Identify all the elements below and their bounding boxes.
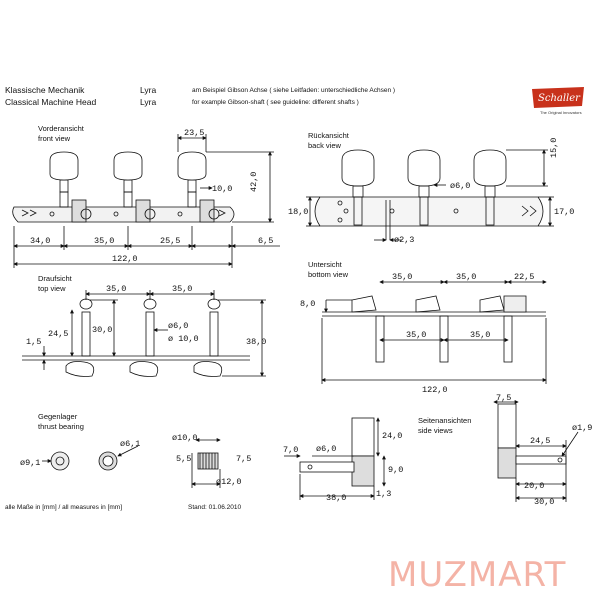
bottom-tuner-2 <box>415 295 449 363</box>
back-tuner-1 <box>341 149 375 226</box>
dim-bottom-8: 8,0 <box>300 299 315 309</box>
dim-bottom-35-b: 35,0 <box>456 272 476 282</box>
side-label-en: side views <box>418 426 453 435</box>
dim-side-left-1-3: 1,3 <box>376 489 391 499</box>
bottom-view-label-en: bottom view <box>308 270 349 279</box>
back-view-drawing <box>306 149 554 242</box>
dim-thrust-12: ø12,0 <box>216 477 242 487</box>
dim-front-button-width: 23,5 <box>184 128 204 138</box>
note-de: am Beispiel Gibson Achse ( siehe Leitfad… <box>192 87 396 94</box>
dim-top-30: 30,0 <box>92 325 112 335</box>
side-view-right-drawing <box>493 400 579 502</box>
dim-side-left-shaft: ø6,0 <box>316 444 336 454</box>
dim-bottom-35-d: 35,0 <box>470 330 490 340</box>
dim-top-shaft: ø6,0 <box>168 321 188 331</box>
title-de: Klassische Mechanik <box>5 85 85 95</box>
front-view-drawing <box>12 134 280 268</box>
dim-front-post: 10,0 <box>212 184 232 194</box>
dim-side-left-24: 24,0 <box>382 431 402 441</box>
back-tuner-3 <box>473 149 507 226</box>
date-note: Stand: 01.06.2010 <box>188 504 242 511</box>
back-view-label-de: Rückansicht <box>308 131 349 140</box>
back-view-label-en: back view <box>308 141 341 150</box>
dim-thrust-5-5: 5,5 <box>176 454 191 464</box>
dim-back-shaft: ø6,0 <box>450 181 470 191</box>
dim-thrust-9-1: ø9,1 <box>20 458 40 468</box>
dim-bottom-35-c: 35,0 <box>406 330 426 340</box>
dim-back-hole: ø2,3 <box>394 235 414 245</box>
dim-back-18: 18,0 <box>288 207 308 217</box>
top-view-label-de: Draufsicht <box>38 274 72 283</box>
model-de: Lyra <box>140 85 157 95</box>
dim-side-right-20: 20,0 <box>524 481 544 491</box>
thrust-bearing-drawing <box>42 438 221 488</box>
dim-front-total: 122,0 <box>112 254 138 264</box>
dim-bottom-total: 122,0 <box>422 385 448 395</box>
front-view-label-en: front view <box>38 134 71 143</box>
dim-front-6-5: 6,5 <box>258 236 273 246</box>
bottom-tuner-1 <box>351 295 385 363</box>
dim-side-right-hole: ø1,9 <box>572 423 592 433</box>
dim-side-left-38: 38,0 <box>326 493 346 503</box>
back-tuner-2 <box>407 149 441 226</box>
top-tuner-1 <box>65 298 95 377</box>
muzmart-brand: MUZMART <box>388 555 567 595</box>
bottom-view-label-de: Untersicht <box>308 260 342 269</box>
front-tuner-2 <box>113 151 143 208</box>
dim-top-shaft-10: ø 10,0 <box>168 334 199 344</box>
thrust-label-en: thrust bearing <box>38 422 84 431</box>
title-en: Classical Machine Head <box>5 97 97 107</box>
top-view-label-en: top view <box>38 284 66 293</box>
dim-thrust-6-1: ø6,1 <box>120 439 140 449</box>
bottom-view-drawing <box>321 280 547 384</box>
dim-side-left-9: 9,0 <box>388 465 403 475</box>
dim-side-left-7: 7,0 <box>283 445 298 455</box>
model-en: Lyra <box>140 97 157 107</box>
logo-name: Schaller <box>538 93 581 104</box>
dim-side-right-30: 30,0 <box>534 497 554 507</box>
note-en: for example Gibson-shaft ( see guideline… <box>192 99 359 106</box>
dim-front-34: 34,0 <box>30 236 50 246</box>
dim-bottom-35-a: 35,0 <box>392 272 412 282</box>
measures-note: alle Maße in [mm] / all measures in [mm] <box>5 504 123 511</box>
dim-thrust-10: ø10,0 <box>172 433 198 443</box>
dim-side-right-7-5: 7,5 <box>496 393 511 403</box>
dim-back-17: 17,0 <box>554 207 574 217</box>
logo-tagline: The Original Innovators <box>540 110 582 115</box>
dim-front-height: 42,0 <box>249 172 259 192</box>
dim-top-38: 38,0 <box>246 337 266 347</box>
dim-back-15: 15,0 <box>549 138 559 158</box>
dim-side-right-24-5: 24,5 <box>530 436 550 446</box>
schaller-logo: Schaller The Original Innovators <box>530 86 586 115</box>
dim-front-25-5: 25,5 <box>160 236 180 246</box>
dim-bottom-22-5: 22,5 <box>514 272 534 282</box>
dimension-labels: 23,5 10,0 42,0 34,0 35,0 25,5 6,5 122,0 … <box>20 128 592 507</box>
dim-front-35: 35,0 <box>94 236 114 246</box>
dim-thrust-7-5: 7,5 <box>236 454 251 464</box>
dim-top-24-5: 24,5 <box>48 329 68 339</box>
dim-top-35-a: 35,0 <box>106 284 126 294</box>
top-view-drawing <box>22 290 266 377</box>
side-label-de: Seitenansichten <box>418 416 472 425</box>
dim-top-1-5: 1,5 <box>26 337 41 347</box>
schaller-logo-mark: Schaller The Original Innovators <box>532 87 584 115</box>
thrust-label-de: Gegenlager <box>38 412 78 421</box>
front-tuner-3 <box>177 151 207 208</box>
top-tuner-2 <box>129 298 159 377</box>
dim-top-35-b: 35,0 <box>172 284 192 294</box>
side-view-left-drawing <box>284 417 386 500</box>
front-tuner-1 <box>49 151 79 208</box>
front-view-label-de: Vorderansicht <box>38 124 84 133</box>
